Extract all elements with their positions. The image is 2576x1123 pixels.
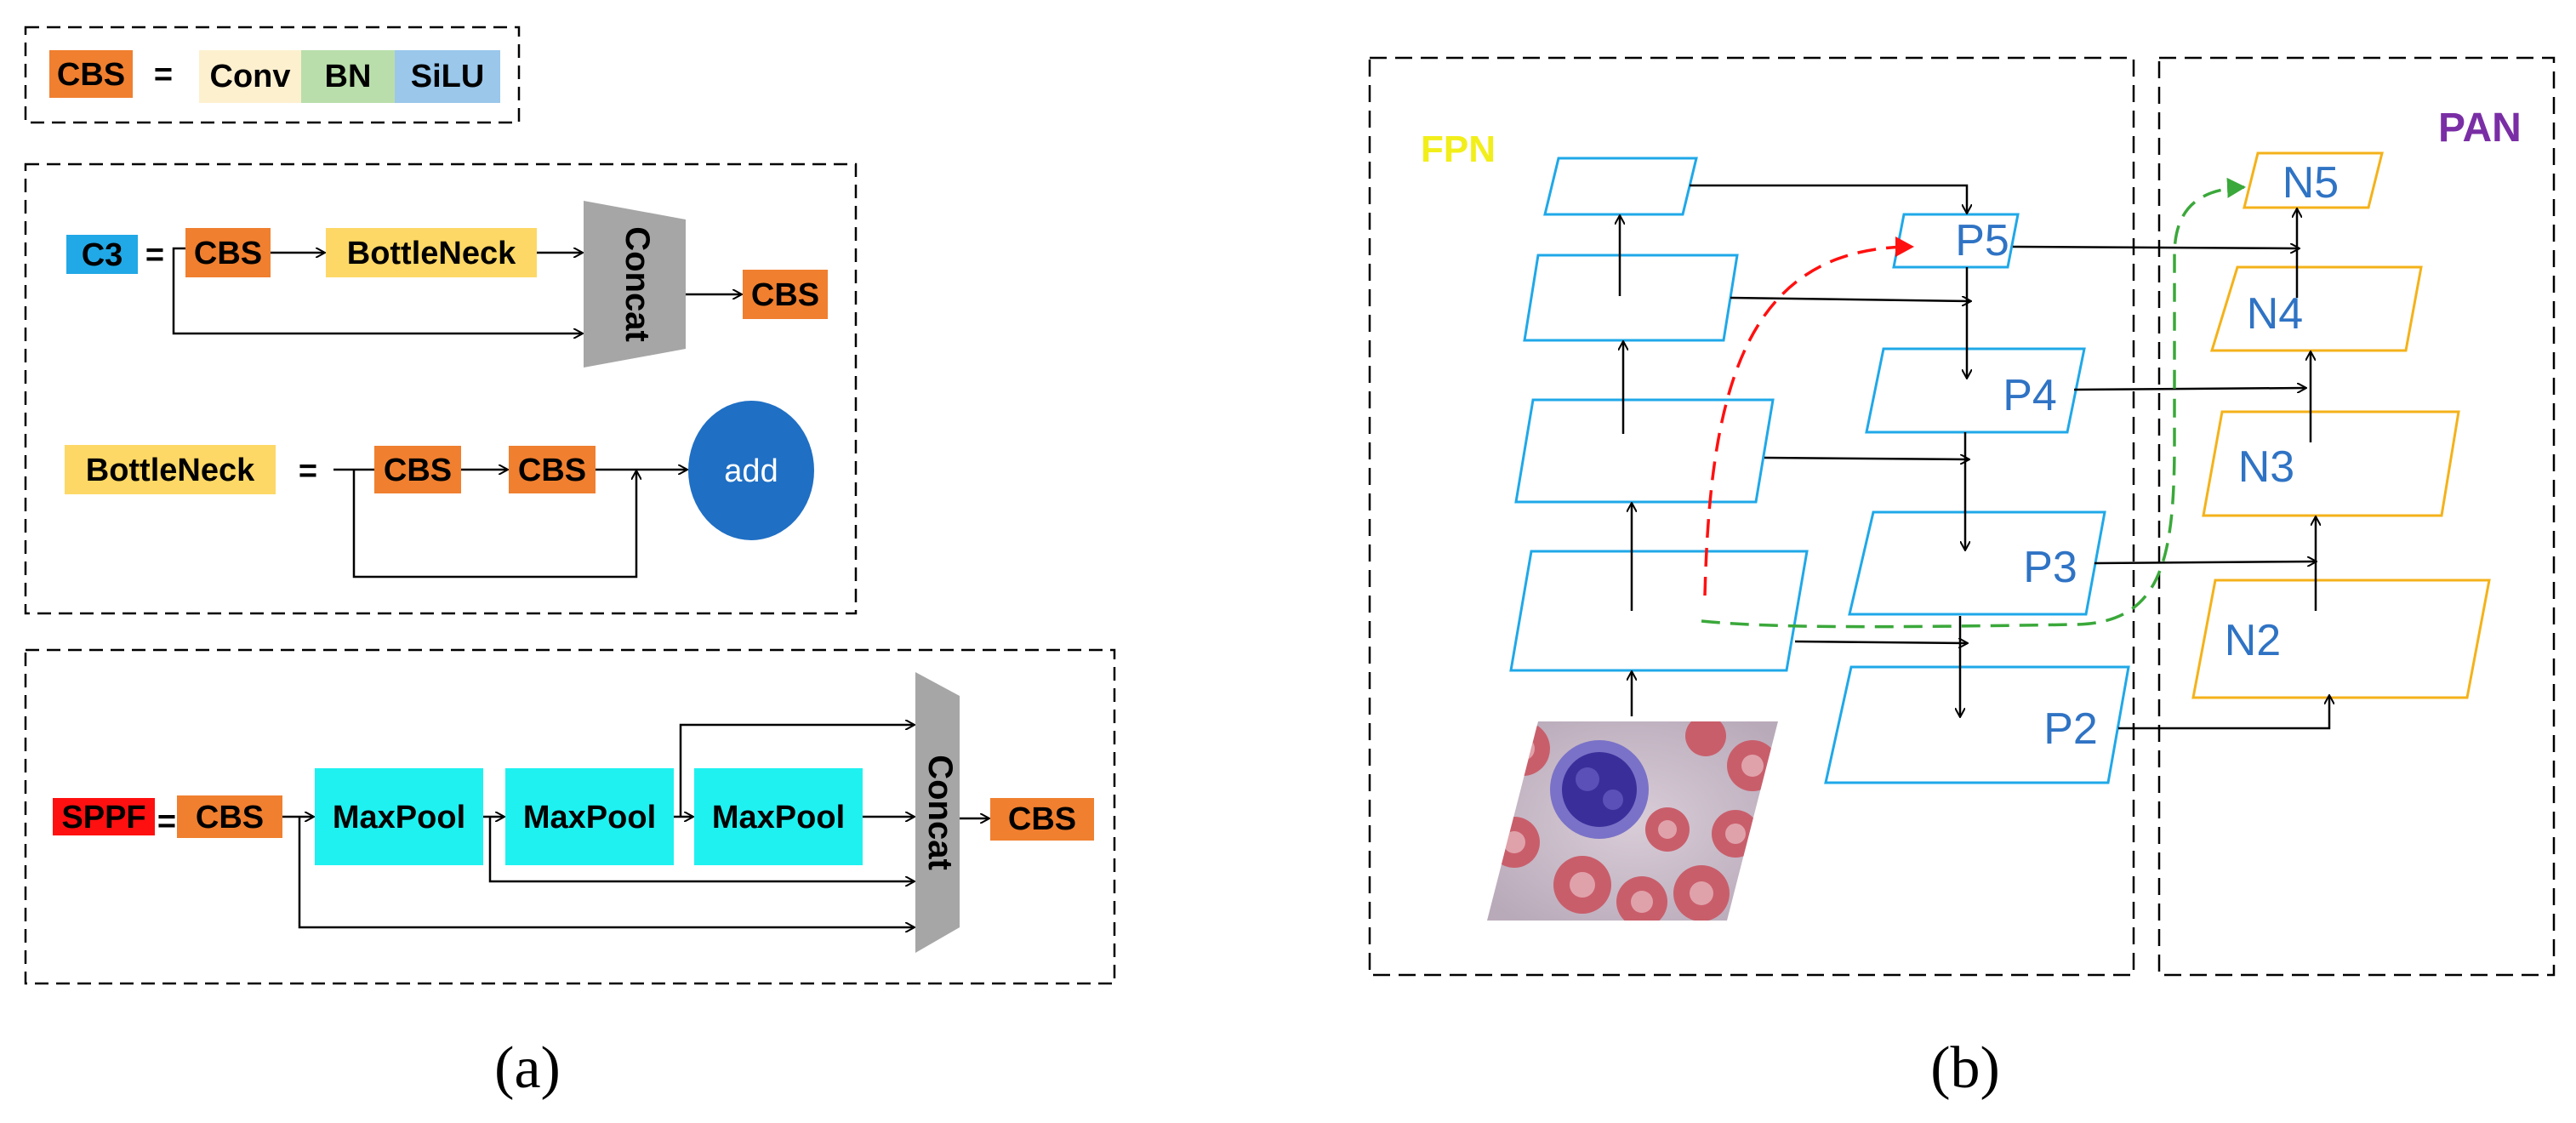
- legend-silu-box: [395, 50, 500, 103]
- backbone-level-2: [1509, 550, 1809, 672]
- sppf-cbs1-box: [177, 795, 282, 838]
- bottleneck-cbs1-label: CBS: [384, 453, 452, 488]
- bottleneck-equals: =: [299, 453, 317, 489]
- c3-cbs1-box: [185, 228, 271, 277]
- pan-frame: [2157, 56, 2556, 977]
- sppf-concat-shape: [915, 672, 960, 953]
- panel-b: FPN PAN: [1368, 56, 2556, 1101]
- sppf-label: SPPF: [61, 800, 145, 835]
- n-nodes: N5 N4 N3 N2: [2191, 151, 2491, 699]
- green-shortcut-path: [1701, 177, 2246, 629]
- c3-cbs1-label: CBS: [194, 236, 262, 271]
- backbone-column: [1509, 157, 1809, 672]
- legend-cbs-box: [49, 50, 133, 98]
- c3-concat-label: Concat: [618, 226, 656, 342]
- backbone-level-3: [1514, 398, 1775, 504]
- n3-box: [2202, 410, 2460, 517]
- bottleneck-connectors: [333, 470, 687, 579]
- legend-conv-label: Conv: [210, 59, 291, 94]
- p2-box: [1824, 665, 2130, 784]
- bottleneck-cbs2-label: CBS: [518, 453, 586, 488]
- fpn-pan-connectors: [1620, 184, 2329, 730]
- c3-block: C3 = CBS BottleNeck Concat CBS BottleNec…: [24, 162, 858, 615]
- sppf-maxpool1-label: MaxPool: [333, 800, 465, 835]
- legend-cbs-label: CBS: [57, 57, 125, 93]
- n2-label: N2: [2225, 616, 2281, 665]
- p3-label: P3: [2023, 543, 2077, 592]
- c3-equals: =: [145, 237, 164, 273]
- c3-cbs2-box: [743, 270, 828, 319]
- n4-box: [2209, 265, 2423, 352]
- backbone-level-5: [1543, 157, 1698, 216]
- sppf-maxpool1-box: [315, 768, 483, 865]
- legend-silu-label: SiLU: [411, 59, 485, 94]
- backbone-level-4: [1523, 254, 1739, 342]
- sppf-maxpool3-label: MaxPool: [712, 800, 845, 835]
- n4-label: N4: [2247, 289, 2303, 339]
- add-node: [688, 401, 814, 540]
- legend-frame: [24, 26, 521, 124]
- panel-a: CBS = Conv BN SiLU C3 = CBS BottleNeck C…: [24, 26, 1116, 1101]
- c3-cbs2-label: CBS: [751, 277, 819, 313]
- c3-label: C3: [82, 237, 123, 273]
- c3-label-box: [66, 235, 138, 274]
- sppf-maxpool2-box: [505, 768, 674, 865]
- sppf-cbs1-label: CBS: [196, 800, 264, 835]
- sppf-frame: [24, 648, 1116, 985]
- legend-equals: =: [154, 57, 173, 93]
- sppf-connectors: [282, 725, 989, 927]
- legend-bn-box: [301, 50, 395, 103]
- n5-box: [2243, 151, 2384, 209]
- add-label: add: [724, 453, 778, 489]
- cbs-legend: CBS = Conv BN SiLU: [24, 26, 521, 124]
- c3-bottleneck-box: [326, 228, 537, 277]
- panel-b-caption: (b): [1930, 1035, 2000, 1101]
- sppf-equals: =: [157, 804, 176, 840]
- c3-connectors: [172, 247, 741, 333]
- legend-conv-box: [199, 50, 301, 103]
- panel-a-caption: (a): [494, 1035, 561, 1101]
- n5-label: N5: [2282, 158, 2339, 208]
- fpn-label: FPN: [1421, 128, 1496, 170]
- input-blood-smear-image: [1487, 721, 1778, 921]
- p4-label: P4: [2003, 371, 2057, 420]
- p3-box: [1848, 510, 2106, 616]
- sppf-maxpool3-box: [694, 768, 863, 865]
- sppf-cbs2-box: [990, 798, 1094, 841]
- n2-box: [2191, 579, 2491, 699]
- bottleneck-label-box: [65, 445, 276, 494]
- sppf-block: SPPF = CBS MaxPool MaxPool MaxPool Conca…: [24, 648, 1116, 985]
- p-nodes: P5 P4 P3 P2: [1824, 213, 2130, 784]
- c3-bottleneck-label: BottleNeck: [347, 236, 516, 271]
- sppf-cbs2-label: CBS: [1008, 801, 1076, 837]
- sppf-label-box: [53, 798, 155, 835]
- n3-label: N3: [2238, 442, 2294, 492]
- pan-label: PAN: [2438, 105, 2522, 151]
- p2-label: P2: [2043, 704, 2098, 754]
- c3-frame: [24, 162, 858, 615]
- bottleneck-cbs1-box: [374, 446, 461, 493]
- bottleneck-cbs2-box: [509, 446, 596, 493]
- bottleneck-label: BottleNeck: [86, 453, 255, 488]
- legend-bn-label: BN: [325, 59, 372, 94]
- sppf-concat-label: Concat: [921, 755, 959, 870]
- p4-box: [1865, 347, 2086, 434]
- p5-label: P5: [1955, 216, 2009, 265]
- c3-concat-shape: [584, 201, 686, 368]
- sppf-maxpool2-label: MaxPool: [523, 800, 656, 835]
